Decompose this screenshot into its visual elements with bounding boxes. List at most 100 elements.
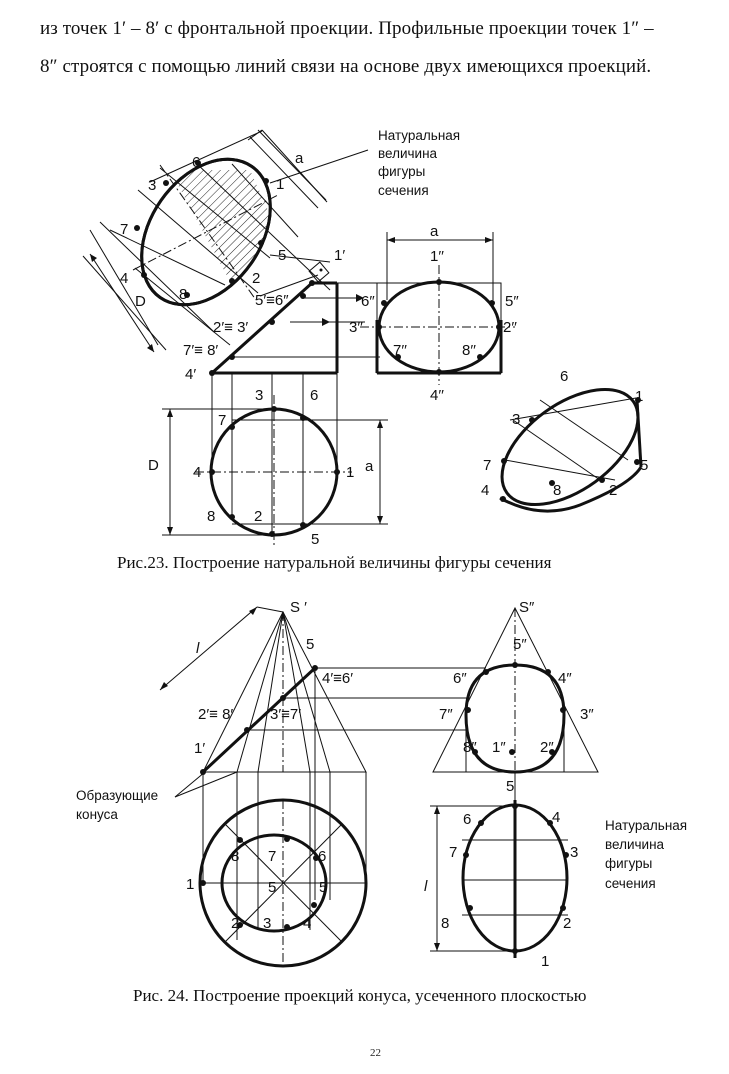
fig23-c4: 4 (193, 464, 201, 481)
fig23-s2: 2′′ (503, 319, 517, 336)
fig23-e4: 4 (481, 482, 489, 499)
fig24-note-right-1: Натуральная (605, 818, 687, 833)
fig23-s3: 3′′ (349, 319, 363, 336)
fig24-n7: 7 (449, 844, 457, 861)
fig23-dim-a-plan: a (365, 458, 374, 475)
fig24-n4: 4 (552, 809, 560, 826)
fig23-c2: 2 (254, 508, 262, 525)
cone-top (198, 668, 368, 968)
fig24-n8: 8 (441, 915, 449, 932)
fig23-e5: 5 (640, 457, 648, 474)
fig24-t5: 5 (319, 879, 327, 896)
fig23-n5: 5 (278, 247, 286, 264)
fig24-note-right-4: сечения (605, 876, 656, 891)
fig24-note-left-1: Образующие (76, 788, 158, 803)
fig24-t6: 6 (318, 848, 326, 865)
fig24-f28: 2′≡ 8′ (198, 706, 233, 723)
fig23-s8: 8′′ (462, 342, 476, 359)
fig24-f46: 4′≡6′ (322, 670, 353, 687)
fig24-r3: 3″ (580, 706, 594, 723)
fig23-e6: 6 (560, 368, 568, 385)
fig23-s7: 7′′ (393, 342, 407, 359)
fig23-n4: 4 (120, 270, 128, 287)
fig23-n1: 1 (276, 176, 284, 193)
fig24-n2: 2 (563, 915, 571, 932)
fig23-e7: 7 (483, 457, 491, 474)
fig23-e8: 8 (553, 482, 561, 499)
figure-24-caption: Рис. 24. Построение проекций конуса, усе… (133, 986, 587, 1005)
fig24-t2: 2 (231, 915, 239, 932)
fig24-S2: S″ (519, 599, 535, 616)
fig23-p23: 2′≡ 3′ (213, 319, 248, 336)
fig23-s6: 6″ (361, 293, 375, 310)
fig24-r1: 1″ (492, 739, 506, 756)
fig23-p4: 4′ (185, 366, 196, 383)
text-line-2: 8″ строятся с помощью линий связи на осн… (40, 56, 652, 77)
fig23-c8: 8 (207, 508, 215, 525)
fig23-s5: 5″ (505, 293, 519, 310)
fig23-n3: 3 (148, 177, 156, 194)
fig24-f37: 3′≡7′ (270, 706, 301, 723)
fig24-note-right-2: величина (605, 837, 665, 852)
fig24-dim-l-frontal: l (196, 640, 200, 657)
fig23-n2: 2 (252, 270, 260, 287)
fig23-n8: 8 (179, 286, 187, 303)
fig24-r7: 7″ (439, 706, 453, 723)
fig23-note-line-2: величина (378, 146, 438, 161)
fig24-note-right-3: фигуры (605, 856, 652, 871)
fig24-n1: 1 (541, 953, 549, 970)
fig24-S1: S ′ (290, 599, 307, 616)
fig24-r8: 8″ (463, 739, 477, 756)
fig23-note-line-4: сечения (378, 183, 429, 198)
section-ellipse-right (499, 387, 643, 513)
cone-frontal (159, 606, 486, 775)
fig23-p78: 7′≡ 8′ (183, 342, 218, 359)
fig23-n7: 7 (120, 221, 128, 238)
fig23-s1: 1′′ (430, 248, 444, 265)
fig24-t5c: 5 (268, 879, 276, 896)
fig24-t3: 3 (263, 915, 271, 932)
fig23-dim-a-ellipse: a (295, 150, 304, 167)
figure-23: Натуральная величина фигуры сечения a a … (82, 128, 648, 548)
fig24-t1: 1 (186, 876, 194, 893)
page-number: 22 (370, 1047, 381, 1059)
fig23-c7: 7 (218, 412, 226, 429)
fig24-r2: 2″ (540, 739, 554, 756)
fig24-r4: 4″ (558, 670, 572, 687)
fig23-n6: 6 (192, 154, 200, 171)
fig23-e2: 2 (609, 482, 617, 499)
fig24-r5: 5″ (513, 636, 527, 653)
fig24-n6: 6 (463, 811, 471, 828)
fig23-dim-D-plan: D (148, 457, 159, 474)
natural-section-ellipse (82, 129, 331, 351)
fig23-note-line-3: фигуры (378, 164, 425, 179)
fig24-r6: 6″ (453, 670, 467, 687)
natural-section-ellipse-24 (430, 772, 569, 958)
cone-profile (432, 606, 599, 774)
fig24-t7: 7 (268, 848, 276, 865)
fig24-t8: 8 (231, 848, 239, 865)
figure-23-caption: Рис.23. Построение натуральной величины … (117, 553, 552, 572)
fig23-c5: 5 (311, 531, 319, 548)
fig24-note-left-2: конуса (76, 807, 118, 822)
fig24-f5: 5 (306, 636, 314, 653)
fig23-c6: 6 (310, 387, 318, 404)
fig23-e1: 1 (635, 388, 643, 405)
fig23-p1: 1′ (334, 247, 345, 264)
fig23-dim-a-profile: a (430, 223, 439, 240)
fig23-c3: 3 (255, 387, 263, 404)
fig23-s4: 4′′ (430, 387, 444, 404)
text-line-1: из точек 1′ – 8′ с фронтальной проекции.… (40, 18, 654, 39)
figure-24: Натуральная величина фигуры сечения Обра… (76, 599, 687, 970)
fig24-f1: 1′ (194, 740, 205, 757)
profile-projection (360, 232, 515, 385)
fig23-c1: 1 (346, 464, 354, 481)
fig23-note-line-1: Натуральная (378, 128, 460, 143)
fig23-dim-D-ellipse: D (135, 293, 146, 310)
fig23-e3: 3 (512, 411, 520, 428)
fig24-t4: 4 (303, 915, 311, 932)
fig24-n3: 3 (570, 844, 578, 861)
fig24-r5b: 5 (506, 778, 514, 795)
